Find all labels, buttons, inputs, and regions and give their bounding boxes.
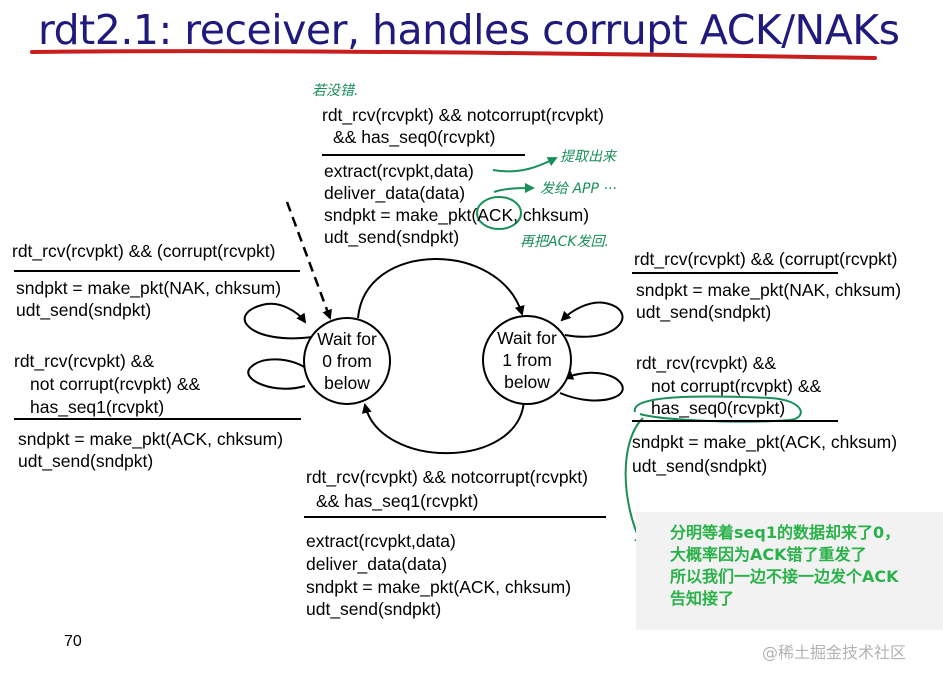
note-line-3: 所以我们一边不接一边发个ACK [670,567,899,586]
initial-state-arrow [285,201,332,320]
self-loop-right-bottom [559,370,624,402]
left-seq1-action-2: udt_send(sndpkt) [18,451,154,471]
right-corrupt-rule [632,272,838,274]
state-wait-for-0: Wait for 0 from below [303,317,391,405]
bottom-transition-rule [304,516,606,518]
annotation-circle-ack [476,196,522,230]
transition-arc-bottom [361,399,525,455]
annotation-note-text: 分明等着seq1的数据却来了0， 大概率因为ACK错了重发了 所以我们一边不接一… [670,522,900,610]
bottom-event-line1: rdt_rcv(rcvpkt) && notcorrupt(rcvpkt) [306,467,588,487]
right-seq0-action-1: sndpkt = make_pkt(ACK, chksum) [632,432,898,452]
bottom-action-1: extract(rcvpkt,data) [306,531,456,551]
bottom-event-line2: && has_seq1(rcvpkt) [316,491,479,511]
left-seq1-event-3: has_seq1(rcvpkt) [30,397,165,417]
annotation-arrow-deliver [493,183,535,194]
state-wait1-line1: Wait for [497,328,557,348]
right-seq0-event-1: rdt_rcv(rcvpkt) && [636,353,777,373]
slide-title: rdt2.1: receiver, handles corrupt ACK/NA… [38,6,900,54]
state-wait0-line2: 0 from [322,351,372,371]
state-wait0-line3: below [324,373,370,393]
watermark: @稀土掘金技术社区 [762,643,907,662]
bottom-action-2: deliver_data(data) [306,554,448,574]
handwritten-note-top: 若没错. [312,83,359,99]
left-seq1-event-1: rdt_rcv(rcvpkt) && [14,351,155,371]
top-event-line2: && has_seq0(rcvpkt) [333,127,496,147]
bottom-action-4: udt_send(sndpkt) [306,599,442,619]
transition-arc-top [357,258,525,319]
bottom-action-3: sndpkt = make_pkt(ACK, chksum) [306,577,572,597]
page-number: 70 [64,633,82,650]
right-seq0-rule [632,420,838,422]
right-corrupt-event: rdt_rcv(rcvpkt) && (corrupt(rcvpkt) [634,249,898,269]
state-wait0-line1: Wait for [317,329,377,349]
right-seq0-event-2: not corrupt(rcvpkt) && [651,376,822,396]
annotation-arrow-extract [492,157,558,173]
title-underline [30,49,877,60]
annotation-note-box [636,512,943,630]
left-corrupt-action-2: udt_send(sndpkt) [16,300,152,320]
note-line-1: 分明等着seq1的数据却来了0， [670,523,901,542]
top-action-3: sndpkt = make_pkt(ACK, chksum) [324,205,590,225]
right-seq0-event-3: has_seq0(rcvpkt) [651,398,786,418]
state-wait1-line3: below [504,372,550,392]
top-action-2: deliver_data(data) [324,183,466,203]
left-seq1-rule [14,418,301,420]
top-event-line1: rdt_rcv(rcvpkt) && notcorrupt(rcvpkt) [322,105,604,125]
left-corrupt-action-1: sndpkt = make_pkt(NAK, chksum) [16,278,282,298]
state-wait-for-1: Wait for 1 from below [482,315,572,405]
top-action-1: extract(rcvpkt,data) [324,161,474,181]
annotation-arrow-note [624,417,644,547]
self-loop-left-bottom [247,358,307,390]
top-transition-rule [322,154,525,156]
left-seq1-action-1: sndpkt = make_pkt(ACK, chksum) [18,429,284,449]
left-corrupt-rule [14,270,300,272]
right-corrupt-action-1: sndpkt = make_pkt(NAK, chksum) [636,280,902,300]
right-corrupt-action-2: udt_send(sndpkt) [636,302,772,322]
left-corrupt-event: rdt_rcv(rcvpkt) && (corrupt(rcvpkt) [12,241,276,261]
note-line-4: 告知接了 [670,589,735,608]
handwritten-note-ack: 再把ACK发回. [520,234,609,250]
note-line-2: 大概率因为ACK错了重发了 [670,545,867,564]
right-seq0-action-2: udt_send(sndpkt) [632,456,768,476]
self-loop-left-top [243,302,313,340]
top-action-4: udt_send(sndpkt) [324,227,460,247]
state-wait1-line2: 1 from [502,350,552,370]
handwritten-note-extract: 提取出来 [560,149,616,165]
left-seq1-event-2: not corrupt(rcvpkt) && [30,374,201,394]
handwritten-note-deliver: 发给 APP ··· [540,181,617,197]
self-loop-right-top [560,301,624,338]
